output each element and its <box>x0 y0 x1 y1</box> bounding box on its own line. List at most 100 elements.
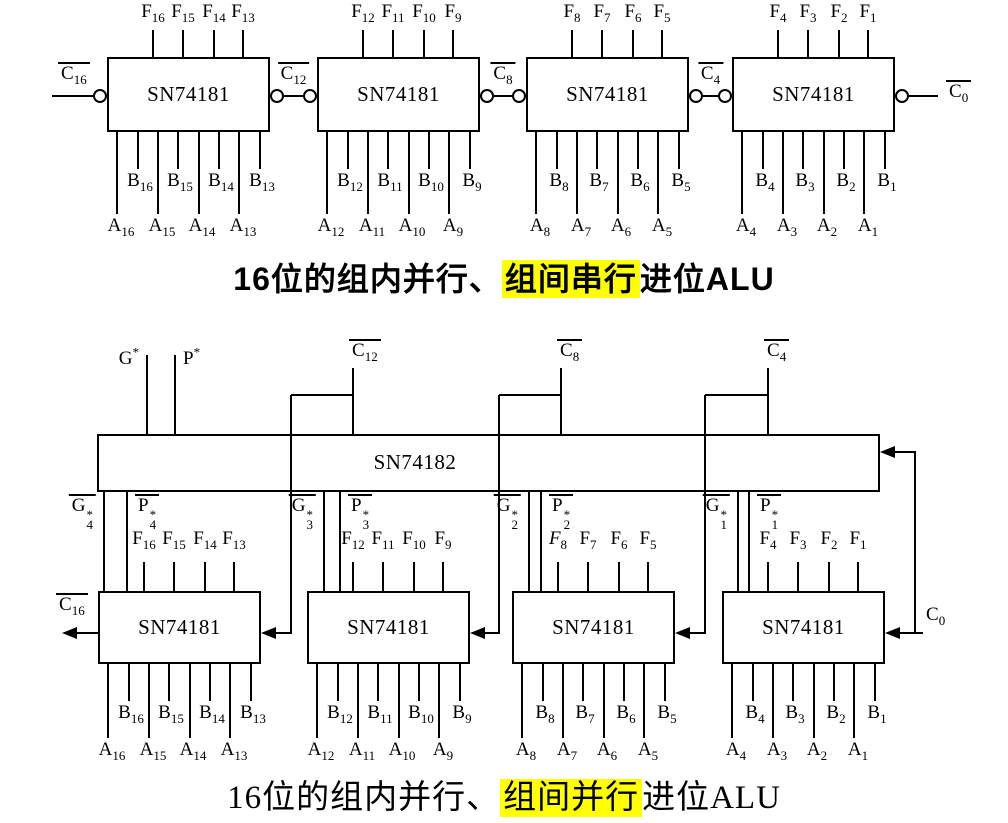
label-A1: A1 <box>857 215 879 239</box>
a-input-line <box>521 664 523 738</box>
label-A6: A6 <box>610 215 632 239</box>
label-B13: B13 <box>249 170 275 194</box>
a-input-line <box>238 132 240 214</box>
label-A15: A15 <box>139 739 167 763</box>
f-output-line <box>557 562 559 591</box>
b-input-line <box>177 132 179 169</box>
label-B14: B14 <box>208 170 234 194</box>
a-input-line <box>562 664 564 738</box>
label-F13: F13 <box>222 528 246 552</box>
sn74181-chip: SN74181 <box>107 57 270 132</box>
label-G2star-bar: G*2 <box>493 494 521 532</box>
a-input-line <box>772 664 774 738</box>
label-A10: A10 <box>388 739 416 763</box>
label-F14: F14 <box>202 1 226 25</box>
a-input-line <box>657 132 659 214</box>
label-B11: B11 <box>377 170 403 194</box>
caption-text: 进位ALU <box>639 261 775 297</box>
label-F3: F3 <box>799 1 817 25</box>
label-F16: F16 <box>141 1 165 25</box>
b-input-line <box>128 664 130 701</box>
b-input-line <box>377 664 379 701</box>
b-input-line <box>469 132 471 169</box>
carry-in-wire <box>274 632 291 634</box>
label-B2: B2 <box>836 170 856 194</box>
label-F7: F7 <box>593 1 611 25</box>
f-output-line <box>382 562 384 591</box>
label-B1: B1 <box>867 702 887 726</box>
label-B1: B1 <box>877 170 897 194</box>
label-A8: A8 <box>515 739 537 763</box>
label-B7: B7 <box>589 170 609 194</box>
lookahead-carry-line <box>704 395 706 634</box>
label-C0-bar: C0 <box>946 80 972 105</box>
label-F9: F9 <box>444 1 462 25</box>
carry-in-arrow <box>885 627 900 639</box>
label-A13: A13 <box>229 215 257 239</box>
label-A7: A7 <box>556 739 578 763</box>
label-F14: F14 <box>193 528 217 552</box>
f-output-line <box>767 562 769 591</box>
label-Gstar: G* <box>118 345 139 370</box>
label-P2star-bar: P*2 <box>549 494 574 532</box>
sn74181-chip: SN74181 <box>512 591 675 664</box>
label-C4-bar: C4 <box>697 62 724 87</box>
f-output-line <box>587 562 589 591</box>
label-A15: A15 <box>148 215 176 239</box>
a-input-line <box>198 132 200 214</box>
label-A14: A14 <box>188 215 216 239</box>
label-C4-bar: C4 <box>764 339 790 364</box>
f-output-line <box>618 562 620 591</box>
b-input-line <box>802 132 804 169</box>
a-input-line <box>107 664 109 738</box>
b-input-line <box>209 664 211 701</box>
chip-label: SN74181 <box>762 615 845 639</box>
carry-in-wire <box>688 632 705 634</box>
f-output-line <box>392 30 394 57</box>
label-C12-bar: C12 <box>277 62 310 87</box>
label-P1star-bar: P*1 <box>757 494 782 532</box>
inversion-bubble <box>303 89 317 103</box>
f-output-line <box>204 562 206 591</box>
f-output-line <box>857 562 859 591</box>
label-F4: F4 <box>759 528 777 552</box>
a-input-line <box>398 664 400 738</box>
parallel-caption: 16位的组内并行、组间并行进位ALU <box>0 770 1008 818</box>
b-input-line <box>337 664 339 701</box>
label-B13: B13 <box>240 702 266 726</box>
label-B7: B7 <box>575 702 595 726</box>
a-input-line <box>157 132 159 214</box>
label-B4: B4 <box>745 702 765 726</box>
label-F6: F6 <box>610 528 628 552</box>
label-B3: B3 <box>785 702 805 726</box>
label-F11: F11 <box>371 528 395 552</box>
label-B9: B9 <box>462 170 482 194</box>
group-propagate-line <box>540 492 542 591</box>
label-F2: F2 <box>820 528 838 552</box>
label-B3: B3 <box>795 170 815 194</box>
a-input-line <box>576 132 578 214</box>
label-A7: A7 <box>570 215 592 239</box>
f-output-line <box>423 30 425 57</box>
f-output-line <box>182 30 184 57</box>
chip-label: SN74181 <box>138 615 221 639</box>
label-B14: B14 <box>199 702 225 726</box>
b-input-line <box>884 132 886 169</box>
label-A4: A4 <box>735 215 757 239</box>
b-input-line <box>137 132 139 169</box>
label-F8: F8 <box>548 528 568 552</box>
a-input-line <box>326 132 328 214</box>
f-output-line <box>797 562 799 591</box>
chip-label: SN74182 <box>373 450 457 474</box>
label-F15: F15 <box>171 1 195 25</box>
group-propagate-line <box>339 492 341 591</box>
label-A16: A16 <box>98 739 126 763</box>
label-A16: A16 <box>107 215 135 239</box>
b-input-line <box>218 132 220 169</box>
label-A14: A14 <box>179 739 207 763</box>
inversion-bubble <box>480 89 494 103</box>
b-input-line <box>428 132 430 169</box>
label-A5: A5 <box>651 215 673 239</box>
b-input-line <box>833 664 835 701</box>
caption-text: 进位ALU <box>642 780 781 816</box>
